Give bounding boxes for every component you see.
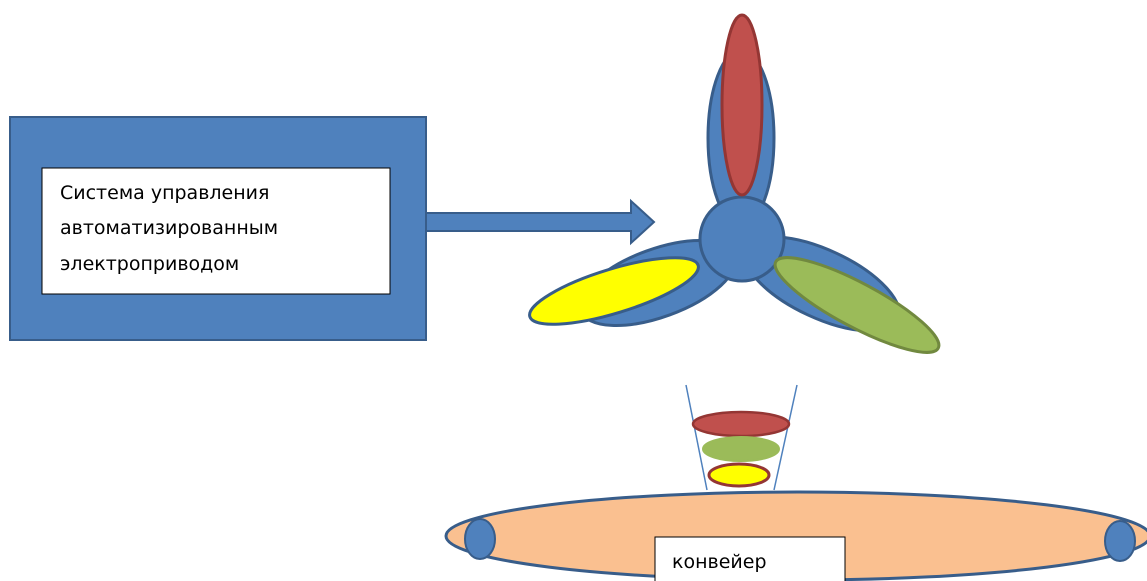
funnel-right-edge	[773, 384, 798, 491]
control-arrow	[425, 198, 656, 246]
yellow-petal	[528, 256, 700, 326]
funnel-red-disc	[691, 410, 791, 438]
conveyor-right-roller	[1104, 520, 1136, 562]
funnel-yellow-disc	[707, 462, 771, 488]
rotary-distributor	[528, 13, 941, 354]
funnel-left-edge	[685, 384, 708, 491]
control-system-label-box	[41, 167, 391, 295]
conveyor-label: конвейер	[672, 551, 767, 573]
red-petal	[720, 13, 764, 197]
control-system-label-line-1: Система управления	[60, 182, 269, 204]
funnel-green-disc	[702, 436, 780, 462]
funnel	[685, 384, 798, 491]
conveyor: конвейер	[444, 490, 1147, 581]
control-system-label-line-3: электроприводом	[60, 253, 239, 275]
control-system-label-line-2: автоматизированным	[60, 217, 278, 239]
control-system-block: Система управления автоматизированным эл…	[9, 116, 427, 341]
conveyor-left-roller	[464, 518, 496, 560]
green-petal	[773, 256, 941, 354]
distributor-hub	[698, 195, 786, 283]
conveyor-label-box	[654, 536, 846, 581]
